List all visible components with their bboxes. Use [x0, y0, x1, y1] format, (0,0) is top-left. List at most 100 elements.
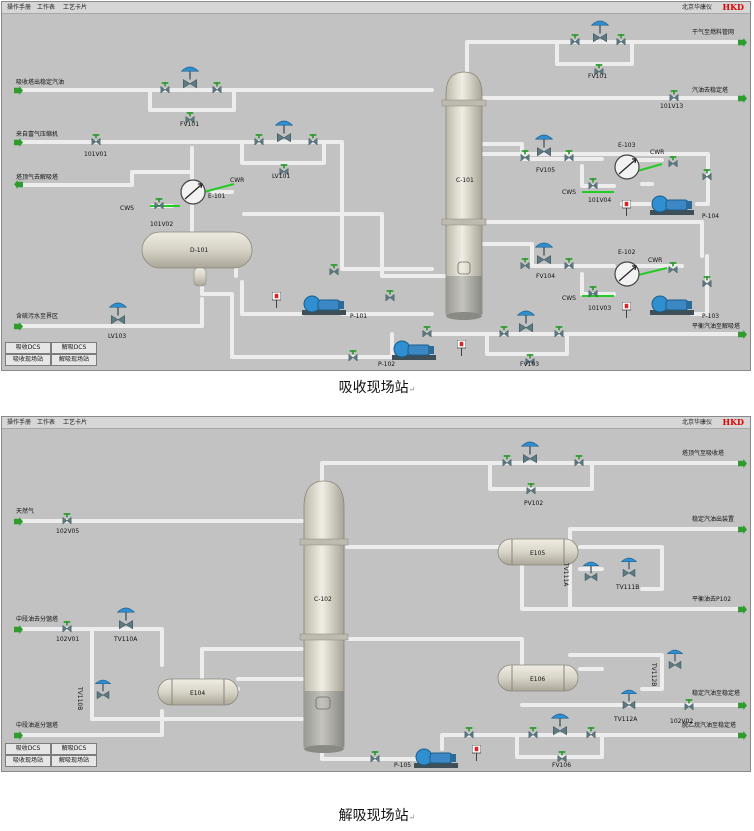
control-valve-fv106[interactable] [551, 713, 569, 736]
control-valve-tv110a[interactable] [117, 607, 135, 630]
control-valve-tv111a[interactable] [583, 561, 599, 582]
label-c101: C-101 [456, 177, 474, 184]
menu-worksheet[interactable]: 工作表 [37, 4, 56, 11]
control-valve-tv112b[interactable] [667, 649, 683, 670]
label-tv110a: TV110A [113, 636, 138, 643]
caption-desorption-text: 解吸现场站 [338, 808, 409, 824]
hkd-logo: HKD [722, 417, 744, 427]
label-rich-gas: 来自富气压缩机 [16, 130, 58, 138]
label-tv111a: TV111A [562, 562, 569, 587]
exchanger-e102[interactable] [614, 261, 640, 287]
drum-d101[interactable] [141, 231, 253, 287]
control-valve-fv101-left[interactable] [181, 66, 199, 89]
column-c102[interactable] [299, 480, 349, 753]
label-cws-e101: CWS [120, 205, 134, 212]
label-natural-gas: 天然气 [16, 507, 34, 515]
switch-p103-icon[interactable] [622, 302, 631, 318]
control-valve-lv101[interactable] [275, 120, 293, 143]
label-101v02: 101V02 [150, 221, 173, 228]
label-gasoline: 汽油去稳定塔 [692, 86, 728, 94]
control-valve-pv101[interactable] [591, 20, 609, 43]
switch-p101-icon[interactable] [272, 292, 281, 308]
label-p101: P-101 [350, 313, 367, 320]
switch-p105-icon[interactable] [472, 745, 481, 761]
caption-absorption-text: 吸收现场站 [338, 380, 409, 396]
exchanger-e105[interactable] [497, 538, 579, 566]
label-101v03: 101V03 [588, 305, 611, 312]
label-fv106: FV106 [552, 762, 571, 769]
label-e105: E105 [530, 550, 545, 557]
return-mark: ↵ [408, 813, 416, 822]
label-p103: P-103 [702, 313, 719, 320]
label-mid-return: 中段油返分馏塔 [16, 721, 58, 729]
label-lv101: LV101 [272, 173, 290, 180]
label-sewage: 含硫污水至界区 [16, 312, 58, 320]
label-fv103: FV103 [520, 361, 539, 368]
control-valve-pv102[interactable] [521, 441, 539, 464]
control-valve-tv111b[interactable] [621, 557, 637, 578]
label-bottom-gas: 塔顶气去解吸塔 [16, 173, 58, 181]
label-102v05: 102V05 [56, 528, 79, 535]
label-102v02: 102V02 [670, 718, 693, 725]
nav-absorb-field[interactable]: 吸收现场站 [5, 755, 51, 767]
menu-process-card[interactable]: 工艺卡片 [63, 419, 88, 426]
label-101v01: 101V01 [84, 151, 107, 158]
top-menu-bar: 操作手册 工作表 工艺卡片 北京华康仪 HKD [2, 417, 750, 429]
label-cws-e103: CWS [562, 189, 576, 196]
label-c102: C-102 [314, 596, 332, 603]
label-oil-from-absorber: 吸收塔出稳定汽油 [16, 78, 64, 86]
label-e103: E-103 [618, 142, 636, 149]
pump-p101[interactable] [302, 295, 346, 316]
nav-absorb-dcs[interactable]: 吸收DCS [5, 342, 51, 354]
pump-p103[interactable] [650, 295, 694, 316]
label-tv110b: TV110B [76, 686, 83, 710]
control-valve-tv110b[interactable] [95, 679, 111, 700]
nav-desorb-field[interactable]: 解吸现场站 [51, 755, 97, 767]
label-fv104: FV104 [536, 273, 555, 280]
pump-p104[interactable] [650, 195, 694, 216]
menu-manual[interactable]: 操作手册 [7, 4, 32, 11]
caption-desorption: 解吸现场站↵ [0, 805, 754, 825]
menu-worksheet[interactable]: 工作表 [37, 419, 56, 426]
label-cwr-e103: CWR [650, 149, 664, 156]
exchanger-e106[interactable] [497, 664, 579, 692]
label-p105: P-105 [394, 762, 411, 769]
label-e101: E-101 [208, 193, 226, 200]
exchanger-e104[interactable] [157, 678, 239, 706]
company-name: 北京华康仪 [681, 419, 712, 426]
column-c101[interactable] [441, 71, 487, 320]
label-tv112b: TV112B [650, 662, 657, 686]
switch-p104-icon[interactable] [622, 200, 631, 216]
exchanger-e103[interactable] [614, 154, 640, 180]
pump-p102[interactable] [392, 340, 436, 361]
label-p102: P-102 [378, 361, 395, 368]
nav-absorb-field[interactable]: 吸收现场站 [5, 354, 51, 366]
absorption-field-panel: 操作手册 工作表 工艺卡片 北京华康仪 HKD [1, 1, 751, 371]
label-mid-oil: 中段油去分馏塔 [16, 615, 58, 623]
label-e102: E-102 [618, 249, 636, 256]
exchanger-e101[interactable] [180, 179, 206, 205]
menu-manual[interactable]: 操作手册 [7, 419, 32, 426]
nav-absorb-dcs[interactable]: 吸收DCS [5, 743, 51, 755]
nav-desorb-dcs[interactable]: 解吸DCS [51, 342, 97, 354]
label-101v04: 101V04 [588, 197, 611, 204]
absorption-process-diagram: 干气至燃料管网 FV101 吸收塔出稳定汽油 FV101 汽油去稳定塔 101V… [14, 20, 747, 368]
control-valve-fv104[interactable] [535, 242, 553, 265]
label-e104: E104 [190, 690, 205, 697]
label-lv103: LV103 [108, 333, 126, 340]
label-cwr-e102: CWR [648, 257, 662, 264]
arrow-in-icon [14, 180, 23, 189]
label-cwr-e101: CWR [230, 177, 244, 184]
label-top-gas: 塔顶气至吸收塔 [682, 449, 724, 457]
nav-desorb-dcs[interactable]: 解吸DCS [51, 743, 97, 755]
top-menu-bar: 操作手册 工作表 工艺卡片 北京华康仪 HKD [2, 2, 750, 14]
label-tv112a: TV112A [613, 716, 638, 723]
menu-process-card[interactable]: 工艺卡片 [63, 4, 88, 11]
desorption-field-panel: 操作手册 工作表 工艺卡片 北京华康仪 HKD [1, 416, 751, 772]
switch-p102-icon[interactable] [457, 340, 466, 356]
pump-p105[interactable] [414, 748, 458, 769]
control-valve-fv103[interactable] [517, 310, 535, 333]
return-mark: ↵ [408, 385, 416, 394]
control-valve-lv103[interactable] [109, 302, 127, 325]
nav-desorb-field[interactable]: 解吸现场站 [51, 354, 97, 366]
